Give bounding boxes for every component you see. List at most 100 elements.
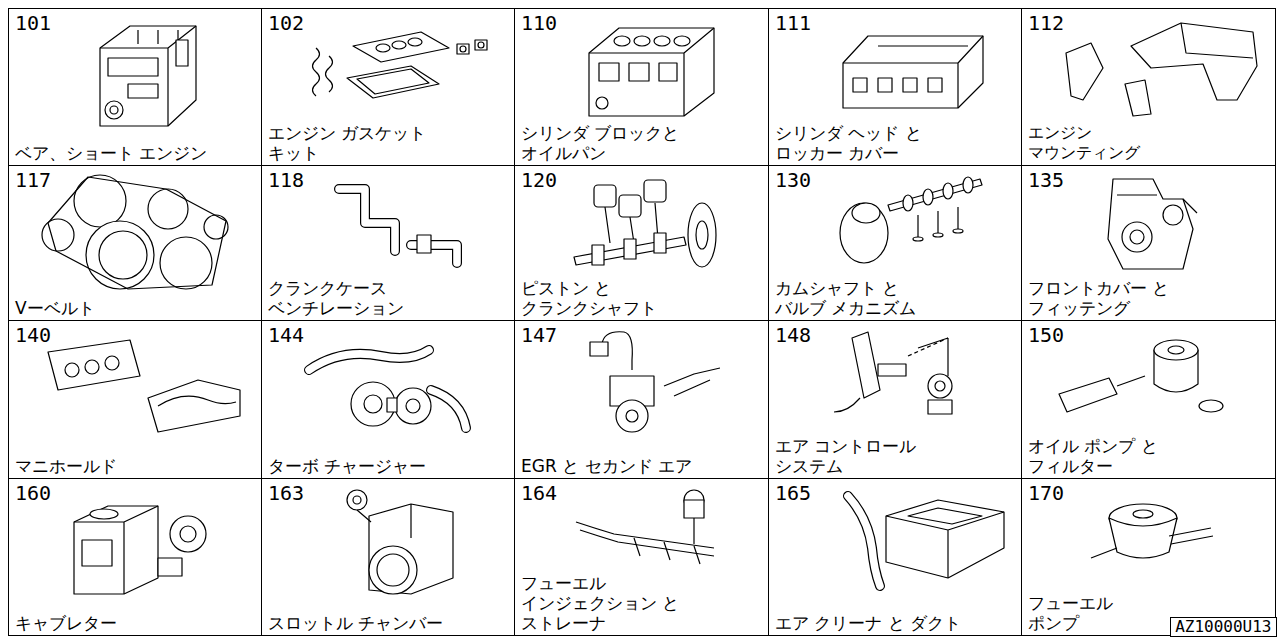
illustration-stroke bbox=[1199, 400, 1223, 412]
part-group-name: カムシャフト と バルブ メカニズム bbox=[775, 278, 928, 318]
drawing-code: AZ10000U13 bbox=[1175, 618, 1271, 636]
fuel-pump-illustration bbox=[1091, 504, 1213, 558]
illustration-stroke bbox=[160, 237, 212, 289]
illustration-stroke bbox=[574, 237, 686, 265]
illustration-stroke bbox=[99, 231, 147, 279]
illustration-stroke bbox=[364, 395, 382, 413]
part-group-name: ピストン と クランクシャフト bbox=[521, 278, 657, 318]
cylinder-block-illustration bbox=[589, 28, 714, 116]
illustration-stroke bbox=[90, 509, 118, 519]
illustration-stroke bbox=[357, 504, 411, 538]
illustration-stroke bbox=[935, 381, 945, 391]
callout-number: 160 bbox=[15, 482, 51, 504]
illustration-stroke bbox=[170, 516, 206, 552]
part-group-name: EGR と セカンド エア bbox=[521, 456, 759, 476]
illustration-stroke bbox=[406, 399, 420, 413]
illustration-stroke bbox=[431, 390, 466, 428]
illustration-stroke bbox=[86, 221, 154, 289]
illustration-stroke bbox=[100, 26, 196, 126]
illustration-stroke bbox=[417, 235, 431, 253]
part-group-name: フューエル インジェクション と ストレーナ bbox=[521, 573, 708, 633]
illustration-stroke bbox=[339, 189, 395, 251]
illustration-stroke bbox=[853, 78, 867, 92]
illustration-stroke bbox=[457, 44, 469, 54]
v-belt-illustration bbox=[42, 175, 228, 289]
catalog-cell: 170フューエル ポンプAZ10000U13 bbox=[1021, 478, 1276, 636]
catalog-cell: 163スロットル チャンバー bbox=[261, 478, 515, 636]
callout-number: 112 bbox=[1028, 12, 1064, 34]
illustration-stroke bbox=[1117, 195, 1197, 213]
catalog-cell: 165エア クリーナ と ダクト bbox=[768, 478, 1022, 636]
illustration-stroke bbox=[908, 338, 948, 356]
egr-illustration bbox=[590, 332, 720, 432]
illustration-stroke bbox=[843, 36, 983, 108]
illustration-stroke bbox=[1168, 346, 1184, 354]
illustration-stroke bbox=[48, 340, 140, 390]
illustration-stroke bbox=[634, 538, 700, 564]
catalog-cell: 120 ピストン と クランクシャフト bbox=[514, 165, 769, 321]
catalog-cell: 101ベア、ショート エンジン bbox=[8, 8, 262, 166]
illustration-stroke bbox=[1130, 230, 1144, 244]
callout-number: 164 bbox=[521, 482, 557, 504]
illustration-stroke bbox=[108, 58, 158, 76]
illustration-stroke bbox=[943, 183, 953, 199]
callout-number: 102 bbox=[268, 12, 304, 34]
catalog-cell: 144ターボ チャージャー bbox=[261, 320, 515, 479]
callout-number: 150 bbox=[1028, 324, 1064, 346]
illustration-stroke bbox=[347, 490, 367, 510]
illustration-stroke bbox=[634, 36, 650, 46]
manifold-illustration bbox=[48, 340, 240, 432]
illustration-stroke bbox=[599, 63, 619, 81]
illustration-stroke bbox=[478, 42, 484, 48]
catalog-cell: 147EGR と セカンド エア bbox=[514, 320, 769, 479]
illustration-stroke bbox=[1066, 43, 1103, 100]
illustration-stroke bbox=[852, 332, 880, 398]
illustration-stroke bbox=[347, 66, 439, 98]
illustration-stroke bbox=[878, 364, 906, 376]
illustration-stroke bbox=[105, 101, 123, 119]
part-group-name: ターボ チャージャー bbox=[268, 456, 506, 476]
illustration-stroke bbox=[176, 40, 188, 66]
illustration-stroke bbox=[1181, 23, 1253, 58]
illustration-stroke bbox=[357, 69, 429, 94]
catalog-cell: 110シリンダ ブロックと オイルパン bbox=[514, 8, 769, 166]
gasket-illustration bbox=[313, 32, 488, 98]
callout-number: 117 bbox=[15, 169, 51, 191]
callout-number: 147 bbox=[521, 324, 557, 346]
illustration-stroke bbox=[616, 400, 648, 432]
part-group-name: フロントカバー と フィッテング bbox=[1028, 278, 1232, 318]
illustration-stroke bbox=[138, 30, 178, 44]
illustration-stroke bbox=[674, 36, 690, 46]
illustration-stroke bbox=[376, 44, 390, 52]
illustration-stroke bbox=[1122, 222, 1152, 252]
callout-number: 135 bbox=[1028, 169, 1064, 191]
illustration-stroke bbox=[644, 180, 666, 202]
callout-number: 111 bbox=[775, 12, 811, 34]
illustration-stroke bbox=[1108, 179, 1193, 269]
part-group-name: エア クリーナ と ダクト bbox=[775, 613, 1013, 633]
illustration-stroke bbox=[596, 97, 608, 109]
illustration-stroke bbox=[848, 496, 880, 586]
illustration-stroke bbox=[654, 233, 666, 253]
air-control-illustration bbox=[834, 332, 952, 414]
illustration-stroke bbox=[848, 496, 880, 586]
catalog-cell: 164 フューエル インジェクション と ストレーナ bbox=[514, 478, 769, 636]
illustration-stroke bbox=[158, 558, 182, 576]
illustration-stroke bbox=[460, 46, 466, 52]
part-group-name: Vーベルト bbox=[15, 298, 253, 318]
part-group-name: マニホールド bbox=[15, 456, 253, 476]
illustration-stroke bbox=[1133, 510, 1153, 518]
callout-number: 130 bbox=[775, 169, 811, 191]
catalog-cell: 150オイル ポンプ と フィルター bbox=[1021, 320, 1276, 479]
catalog-cell: 118クランクケース ベンチレーション bbox=[261, 165, 515, 321]
callout-number: 120 bbox=[521, 169, 557, 191]
illustration-stroke bbox=[918, 207, 958, 237]
illustration-stroke bbox=[589, 28, 714, 116]
illustration-stroke bbox=[852, 203, 880, 223]
illustration-stroke bbox=[369, 546, 417, 594]
illustration-stroke bbox=[85, 360, 99, 374]
illustration-stroke bbox=[886, 500, 1004, 578]
turbo-illustration bbox=[309, 350, 466, 428]
illustration-stroke bbox=[1117, 376, 1145, 386]
illustration-stroke bbox=[148, 189, 188, 229]
